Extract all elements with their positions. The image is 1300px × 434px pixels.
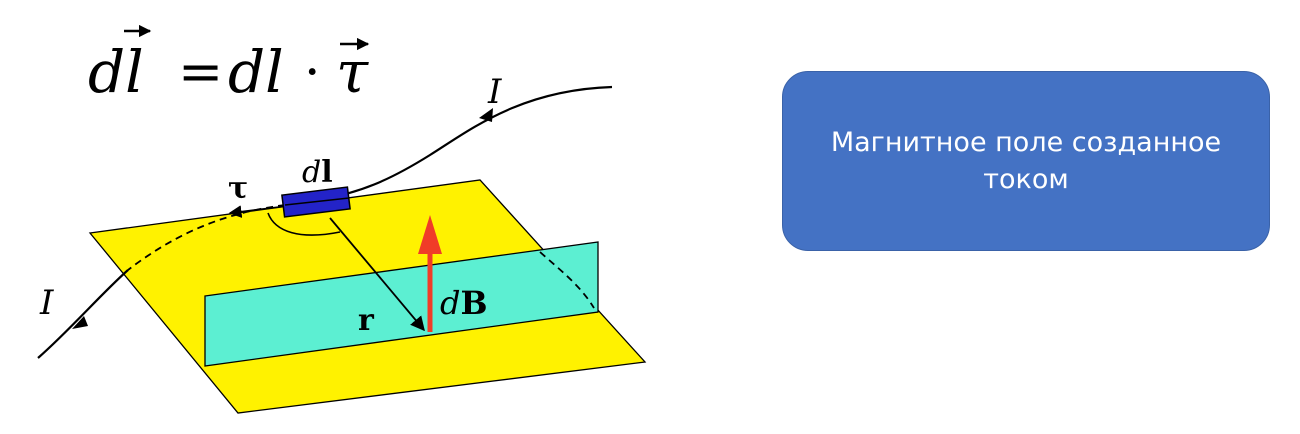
svg-text:τ: τ [336,38,369,106]
formula-dl: dl = dl · τ [88,24,370,106]
current-curve-top [317,85,613,202]
r-vector [329,217,425,332]
angle-arc [267,212,341,236]
title-card: Магнитное поле созданное током [782,71,1270,251]
current-label-top: I [487,72,502,112]
current-element-axis [284,197,350,206]
current-arrow-bottom [72,316,88,329]
current-label-left: I [39,283,54,323]
dB-label: dB [440,284,488,322]
tau-vector [228,205,288,218]
current-curve-dashed [127,204,286,271]
svg-text:·: · [304,43,321,103]
r-label: r [358,303,375,338]
svg-text:dl: dl [88,38,144,106]
dB-vector-head [418,215,442,254]
magnetic-field-diagram: I I dl τ r dB [37,72,647,414]
card-line-1: Магнитное поле созданное [830,126,1222,158]
svg-text:dl: dl [228,38,284,106]
current-curve-bottom [37,269,129,359]
field-line-dashed [539,251,595,309]
current-arrow-top [479,108,493,122]
tau-label: τ [228,171,248,206]
vector-l: l [125,38,144,106]
svg-text:=: = [178,40,223,103]
dl-label: dl [302,155,333,190]
card-line-2: током [983,164,1069,195]
